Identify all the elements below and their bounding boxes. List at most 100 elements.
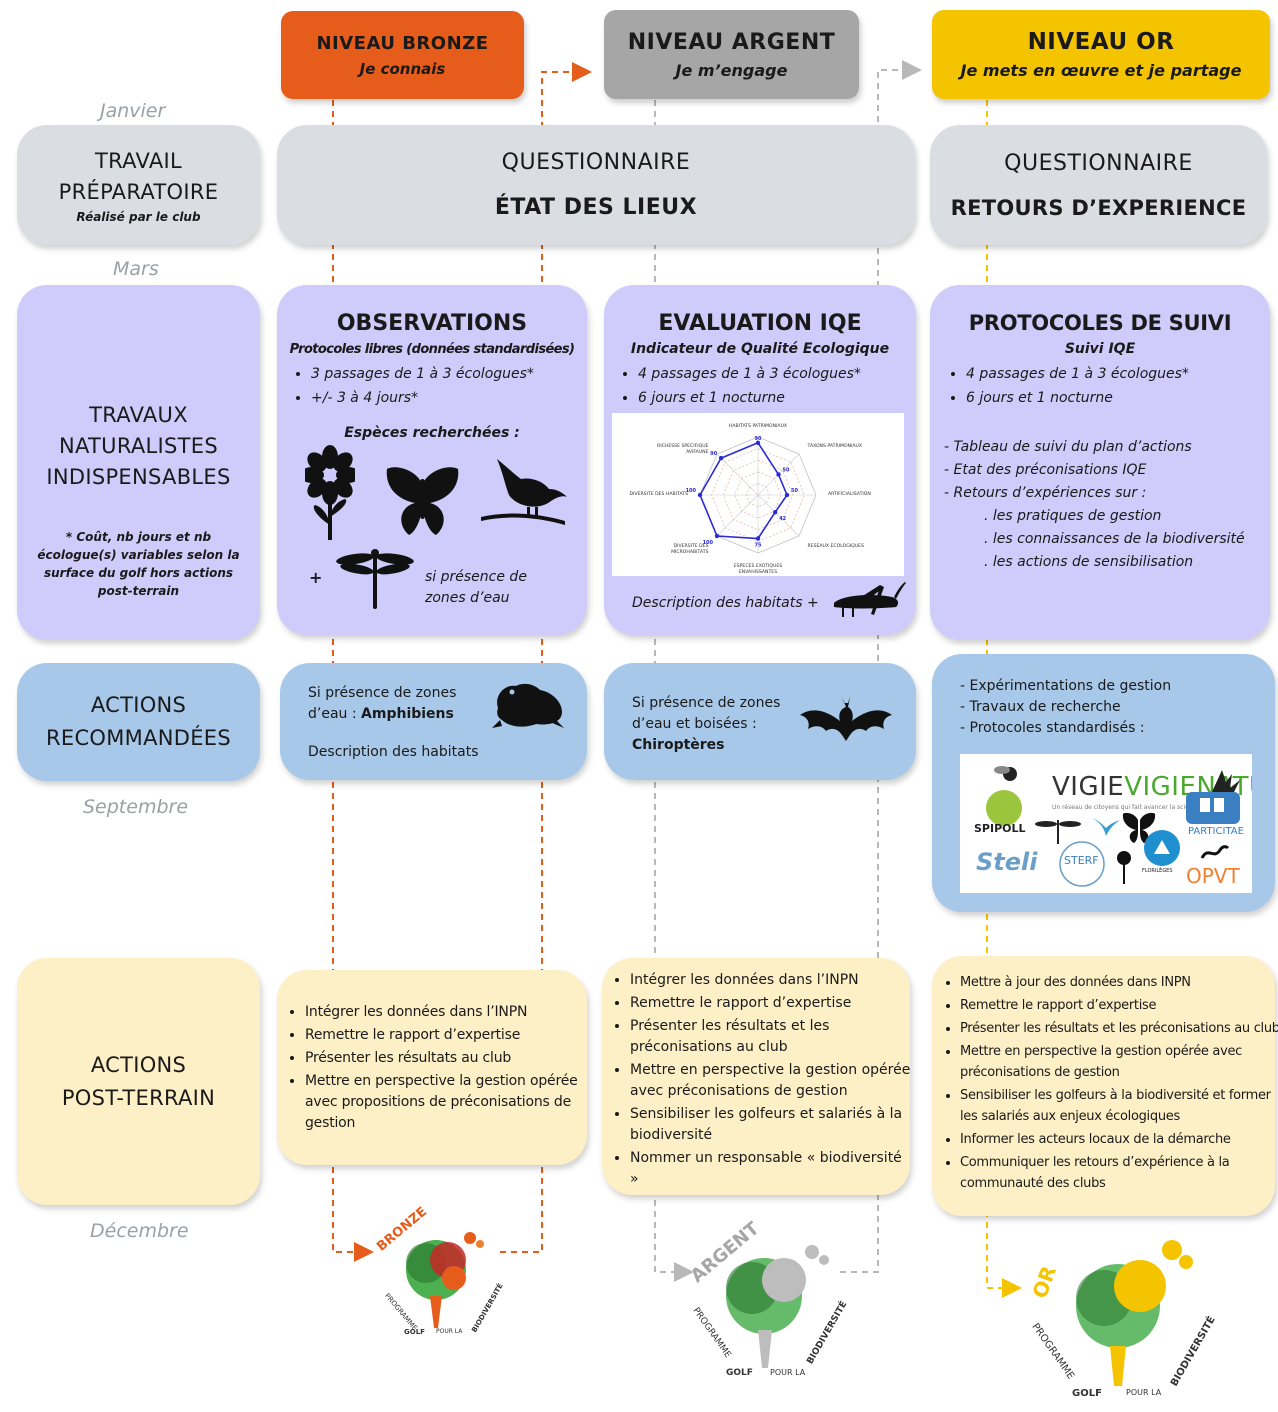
naturalistes-line3: INDISPENSABLES <box>46 465 231 489</box>
row-travaux-naturalistes: TRAVAUX NATURALISTES INDISPENSABLES * Co… <box>17 285 260 640</box>
badge-bronze: BRONZE PROGRAMME GOLF POUR LA BIODIVERSI… <box>366 1204 506 1343</box>
florileges-text: FLORILÈGES <box>1142 868 1173 874</box>
badge-or-flower <box>1076 1240 1193 1386</box>
radar-axis-label: DIVERSITE DES <box>674 543 709 549</box>
travail-line1: TRAVAIL <box>95 149 182 173</box>
questionnaire-retours-line2: RETOURS D’EXPERIENCE <box>950 195 1247 220</box>
level-argent-header: NIVEAU ARGENT Je m’engage <box>604 10 859 99</box>
level-argent-subtitle: Je m’engage <box>675 60 788 80</box>
iqe-subtitle: Indicateur de Qualité Ecologique <box>630 341 890 357</box>
protocoles-bullet: 6 jours et 1 nocturne <box>966 387 1189 409</box>
species-title: Espèces recherchées : <box>344 425 520 441</box>
badge-or: OR PROGRAMME GOLF POUR LA BIODIVERSITÉ <box>1022 1228 1222 1408</box>
radar-grid-ring <box>711 448 805 542</box>
post-argent-item: Présenter les résultats et les préconisa… <box>630 1016 912 1058</box>
row-actions-recommandees: ACTIONS RECOMMANDÉES <box>17 663 260 781</box>
badge-argent: ARGENT PROGRAMME GOLF POUR LA BIODIVERSI… <box>682 1218 852 1388</box>
month-septembre: Septembre <box>83 796 189 818</box>
observations-plus: + <box>309 568 323 587</box>
rec-argent-text: Si présence de zones d’eau et boisées : … <box>632 693 780 756</box>
iqe-bullet: 4 passages de 1 à 3 écologues* <box>638 363 861 385</box>
naturalistes-line2: NATURALISTES <box>59 434 218 458</box>
flower-icon <box>305 445 355 540</box>
water-note: si présence de zones d’eau <box>425 569 527 606</box>
small-dragonfly-icon <box>1035 820 1081 844</box>
small-butterfly-icon <box>1122 812 1156 843</box>
spipoll-text: SPIPOLL <box>974 822 1026 835</box>
sterf-logo <box>1059 841 1105 887</box>
protocoles-bullets: 4 passages de 1 à 3 écologues* 6 jours e… <box>944 363 1189 411</box>
post-or-box: Mettre à jour des données dans INPN Reme… <box>932 956 1278 1216</box>
rec-argent-line2: d’eau et boisées : <box>632 716 757 732</box>
particitae-text: PARTICITAE <box>1188 826 1244 837</box>
observations-box: OBSERVATIONS Protocoles libres (données … <box>277 285 587 635</box>
questionnaire-retours: QUESTIONNAIRE RETOURS D’EXPERIENCE <box>930 125 1267 245</box>
rec-bronze-line3: Description des habitats <box>308 744 479 760</box>
level-or-title: NIVEAU OR <box>1027 29 1175 55</box>
travail-line2: PRÉPARATOIRE <box>58 180 219 204</box>
iqe-footer: Description des habitats + <box>632 595 819 611</box>
radar-data-label: 42 <box>779 516 786 522</box>
radar-axis-label: MICROHABITATS <box>671 549 708 555</box>
month-mars: Mars <box>113 258 159 280</box>
row-actions-post-terrain: ACTIONS POST-TERRAIN <box>17 958 260 1205</box>
radar-point <box>718 455 724 461</box>
naturalistes-line1: TRAVAUX <box>89 403 188 427</box>
level-bronze-title: NIVEAU BRONZE <box>316 32 489 54</box>
post-argent-item: Intégrer les données dans l’INPN <box>630 970 912 991</box>
badge-argent-pour: POUR LA <box>770 1368 806 1377</box>
radar-axis-label: RICHESSE SPECIFIQUE <box>657 443 708 449</box>
row-travail-preparatoire: TRAVAIL PRÉPARATOIRE Réalisé par le club <box>17 125 260 245</box>
rec-or-item: - Travaux de recherche <box>960 699 1121 715</box>
iqe-bullet: 6 jours et 1 nocturne <box>638 387 861 409</box>
month-decembre: Décembre <box>90 1220 189 1242</box>
post-or-item: Mettre à jour des données dans INPN <box>960 972 1278 993</box>
post-bronze-item: Mettre en perspective la gestion opérée … <box>305 1071 589 1134</box>
rec-or-box: - Expérimentations de gestion - Travaux … <box>932 654 1275 912</box>
protocoles-sub-item: . les actions de sensibilisation <box>984 554 1194 570</box>
observations-bullet: 3 passages de 1 à 3 écologues* <box>311 363 534 385</box>
level-or-header: NIVEAU OR Je mets en œuvre et je partage <box>932 10 1270 99</box>
radar-data-label: 50 <box>783 468 790 474</box>
travail-note: Réalisé par le club <box>76 210 201 224</box>
radar-point <box>776 472 781 477</box>
rec-or-item: - Protocoles standardisés : <box>960 720 1145 736</box>
month-janvier: Janvier <box>100 100 166 122</box>
radar-axis-line <box>716 453 759 496</box>
protocoles-sub-item: . les pratiques de gestion <box>984 508 1162 524</box>
steli-logo: Steli <box>976 848 1038 876</box>
radar-axis-line <box>757 494 800 537</box>
badge-bronze-flower <box>406 1232 484 1328</box>
badge-bronze-golf: GOLF <box>404 1328 425 1336</box>
radar-point <box>784 492 790 498</box>
rec-bronze-box: Si présence de zones d’eau : Amphibiens … <box>280 663 587 780</box>
rec-bronze-line2a: d’eau : <box>308 706 362 722</box>
small-flower-icon <box>1117 851 1131 884</box>
questionnaire-retours-line1: QUESTIONNAIRE <box>1004 150 1193 176</box>
radar-data-label: 50 <box>791 488 798 494</box>
questionnaire-etat-line2: ÉTAT DES LIEUX <box>494 195 698 220</box>
level-or-subtitle: Je mets en œuvre et je partage <box>960 61 1242 80</box>
post-argent-item: Remettre le rapport d’expertise <box>630 993 912 1014</box>
post-line2: POST-TERRAIN <box>61 1085 216 1110</box>
radar-data-label: 90 <box>710 451 717 457</box>
radar-data-label: 90 <box>755 436 762 442</box>
rec-argent-box: Si présence de zones d’eau et boisées : … <box>604 663 916 780</box>
protocoles-dash-item: - Tableau de suivi du plan d’actions <box>944 439 1192 455</box>
post-argent-list: Intégrer les données dans l’INPN Remettr… <box>608 970 912 1192</box>
sterf-text: STERF <box>1064 854 1099 867</box>
worm-icon <box>1200 845 1230 859</box>
radar-point <box>755 536 761 541</box>
radar-data-label: 100 <box>703 540 714 546</box>
protocoles-sub-item: . les connaissances de la biodiversité <box>984 531 1245 547</box>
post-argent-item: Mettre en perspective la gestion opérée … <box>630 1060 912 1102</box>
rec-bronze-line2b: Amphibiens <box>361 706 454 722</box>
post-or-item: Informer les acteurs locaux de la démarc… <box>960 1129 1278 1150</box>
observations-subtitle: Protocoles libres (données standardisées… <box>289 342 575 357</box>
post-bronze-box: Intégrer les données dans l’INPN Remettr… <box>277 970 587 1165</box>
observations-title: OBSERVATIONS <box>336 311 528 336</box>
rec-argent-line1: Si présence de zones <box>632 695 781 711</box>
protocoles-bullet: 4 passages de 1 à 3 écologues* <box>966 363 1189 385</box>
observations-bullets: 3 passages de 1 à 3 écologues* +/- 3 à 4… <box>289 363 534 411</box>
